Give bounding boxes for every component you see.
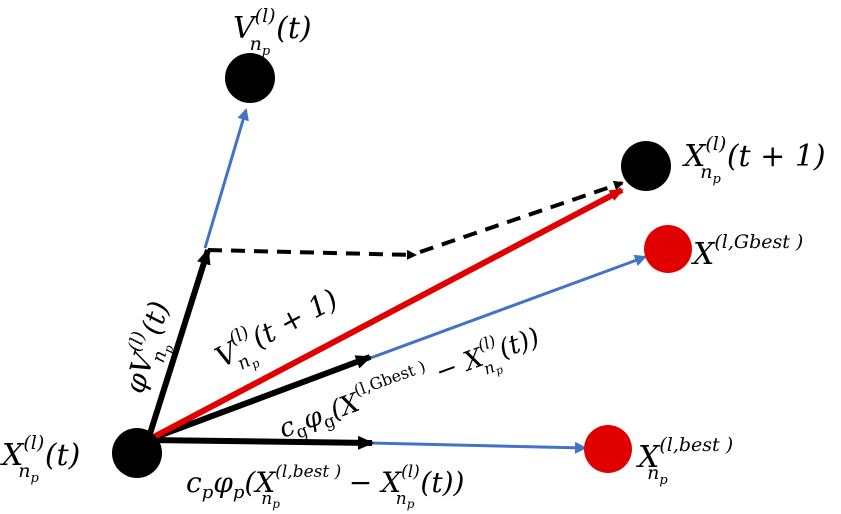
new-velocity-arrow bbox=[146, 187, 624, 443]
current-position-label: X(l)np(t) bbox=[0, 432, 80, 486]
pbest-blue-line bbox=[369, 441, 587, 454]
cognitive-term-label: cpφp(X(l,best )np − X(l)np(t)) bbox=[186, 462, 464, 511]
svg-text:cgφg(X(l,Gbest ) − X(l)np(t)): cgφg(X(l,Gbest ) − X(l)np(t)) bbox=[273, 317, 547, 454]
pbest-label: X(l,best )np bbox=[636, 434, 733, 488]
cognitive-arrow bbox=[147, 435, 374, 450]
velocity-label: V(l)np(t) bbox=[233, 5, 312, 59]
social-arrow bbox=[146, 354, 372, 443]
pbest-node bbox=[584, 425, 632, 473]
svg-text:φV(l)np(t): φV(l)np(t) bbox=[113, 296, 187, 400]
gbest-blue-line bbox=[364, 254, 647, 362]
next-position-label: X(l)np(t + 1) bbox=[682, 133, 826, 187]
inertia-arrow bbox=[145, 248, 211, 441]
velocity-node bbox=[225, 53, 275, 103]
social-term-label: cgφg(X(l,Gbest ) − X(l)np(t)) bbox=[273, 317, 547, 454]
current-position-node bbox=[112, 428, 162, 478]
gbest-node bbox=[644, 225, 692, 273]
inertia-label: φV(l)np(t) bbox=[113, 296, 187, 400]
dashed-segment-1 bbox=[207, 248, 417, 260]
dashed-segment-2 bbox=[419, 180, 624, 254]
gbest-label: X(l,Gbest ) bbox=[691, 231, 803, 272]
velocity-line bbox=[203, 108, 249, 249]
next-position-node bbox=[621, 141, 671, 191]
